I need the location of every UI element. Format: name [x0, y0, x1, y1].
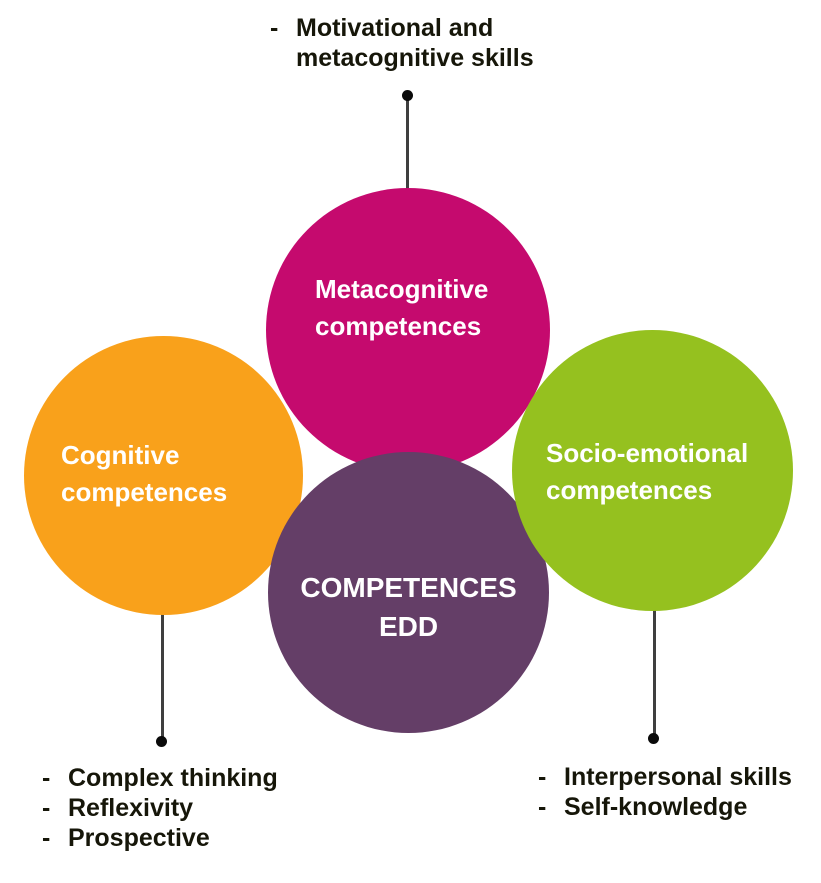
bullet-text: Motivational and metacognitive skills — [296, 13, 534, 73]
annotation-socio-emotional-skills: - Interpersonal skills - Self-knowledge — [538, 762, 792, 822]
label-line: Socio-emotional — [546, 438, 749, 468]
metacognitive-competences-circle — [266, 188, 550, 472]
label-line: Cognitive — [61, 440, 180, 470]
bullet-text: Self-knowledge — [564, 793, 748, 821]
connector-dot-bottom-left — [156, 736, 167, 747]
connector-line-bottom-left — [161, 612, 164, 742]
bullet-item: - Motivational and metacognitive skills — [270, 13, 534, 73]
bullet-item: - Interpersonal skills — [538, 762, 792, 792]
annotation-cognitive-skills: - Complex thinking - Reflexivity - Prosp… — [42, 763, 278, 853]
bullet-item: - Reflexivity — [42, 793, 278, 823]
bullet-item: - Complex thinking — [42, 763, 278, 793]
connector-line-bottom-right — [653, 610, 656, 739]
bullet-text: Complex thinking — [68, 764, 278, 792]
bullet-dash: - — [42, 794, 51, 822]
bullet-text: Reflexivity — [68, 794, 194, 822]
cognitive-circle-label: Cognitive competences — [61, 437, 227, 511]
bullet-dash: - — [42, 764, 51, 792]
cognitive-competences-circle — [24, 336, 303, 615]
label-line: COMPETENCES — [300, 572, 517, 603]
label-line: competences — [315, 311, 482, 341]
label-line: competences — [546, 475, 713, 505]
connector-dot-bottom-right — [648, 733, 659, 744]
bullet-dash: - — [538, 763, 547, 791]
bullet-text-line: Motivational and — [296, 14, 494, 42]
bullet-dash: - — [42, 824, 51, 852]
competences-edd-circle-label: COMPETENCES EDD — [268, 568, 549, 646]
label-line: competences — [61, 477, 228, 507]
label-line: EDD — [378, 611, 439, 642]
bullet-item: - Self-knowledge — [538, 792, 792, 822]
competences-edd-circle — [268, 452, 549, 733]
bullet-dash: - — [538, 793, 547, 821]
label-line: Metacognitive — [315, 274, 489, 304]
metacognitive-circle-label: Metacognitive competences — [315, 271, 488, 345]
bullet-item: - Prospective — [42, 823, 278, 853]
connector-dot-top — [402, 90, 413, 101]
socio-emotional-competences-circle — [512, 330, 793, 611]
bullet-text: Prospective — [68, 824, 210, 852]
connector-line-top — [406, 95, 409, 195]
bullet-text: Interpersonal skills — [564, 763, 792, 791]
annotation-motivational-skills: - Motivational and metacognitive skills — [270, 13, 534, 73]
socio-emotional-circle-label: Socio-emotional competences — [546, 435, 748, 509]
bullet-dash: - — [270, 14, 279, 42]
bullet-text-line: metacognitive skills — [296, 44, 534, 72]
